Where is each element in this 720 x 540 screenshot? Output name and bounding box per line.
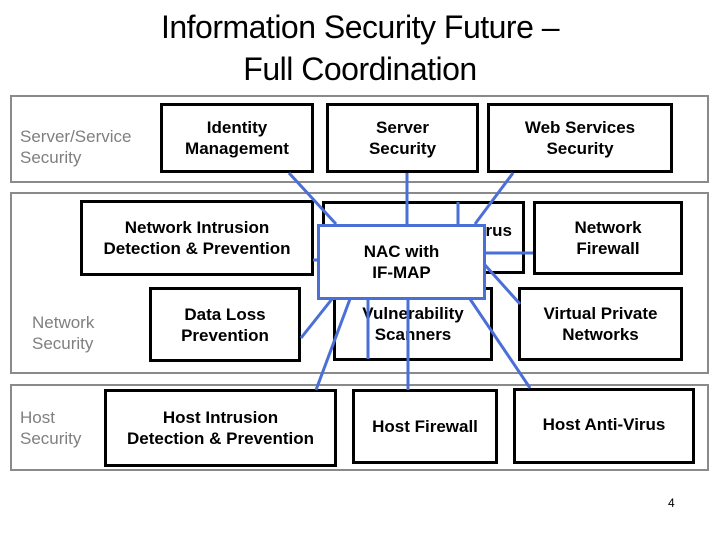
connector-web-services bbox=[473, 172, 515, 225]
host-firewall-box: Host Firewall bbox=[352, 389, 498, 464]
network-security-label: Network Security bbox=[32, 313, 95, 353]
connector-identity-management bbox=[287, 171, 338, 226]
server-service-security-label: Server/Service Security bbox=[20, 127, 132, 167]
connector-host-anti-virus bbox=[468, 298, 532, 389]
host-anti-virus-box: Host Anti-Virus bbox=[513, 388, 695, 464]
connector-host-ids bbox=[314, 298, 352, 391]
page-number: 4 bbox=[668, 496, 675, 510]
title-line-1: Information Security Future – bbox=[160, 9, 560, 45]
host-security-label: Host Security bbox=[20, 408, 82, 448]
connector-vpn bbox=[483, 263, 522, 306]
network-anti-virus-partial-label: rus bbox=[485, 221, 512, 240]
slide-title: Information Security Future – Full Coord… bbox=[0, 6, 720, 90]
connector-data-loss bbox=[299, 298, 334, 339]
title-line-2: Full Coordination bbox=[243, 51, 477, 87]
